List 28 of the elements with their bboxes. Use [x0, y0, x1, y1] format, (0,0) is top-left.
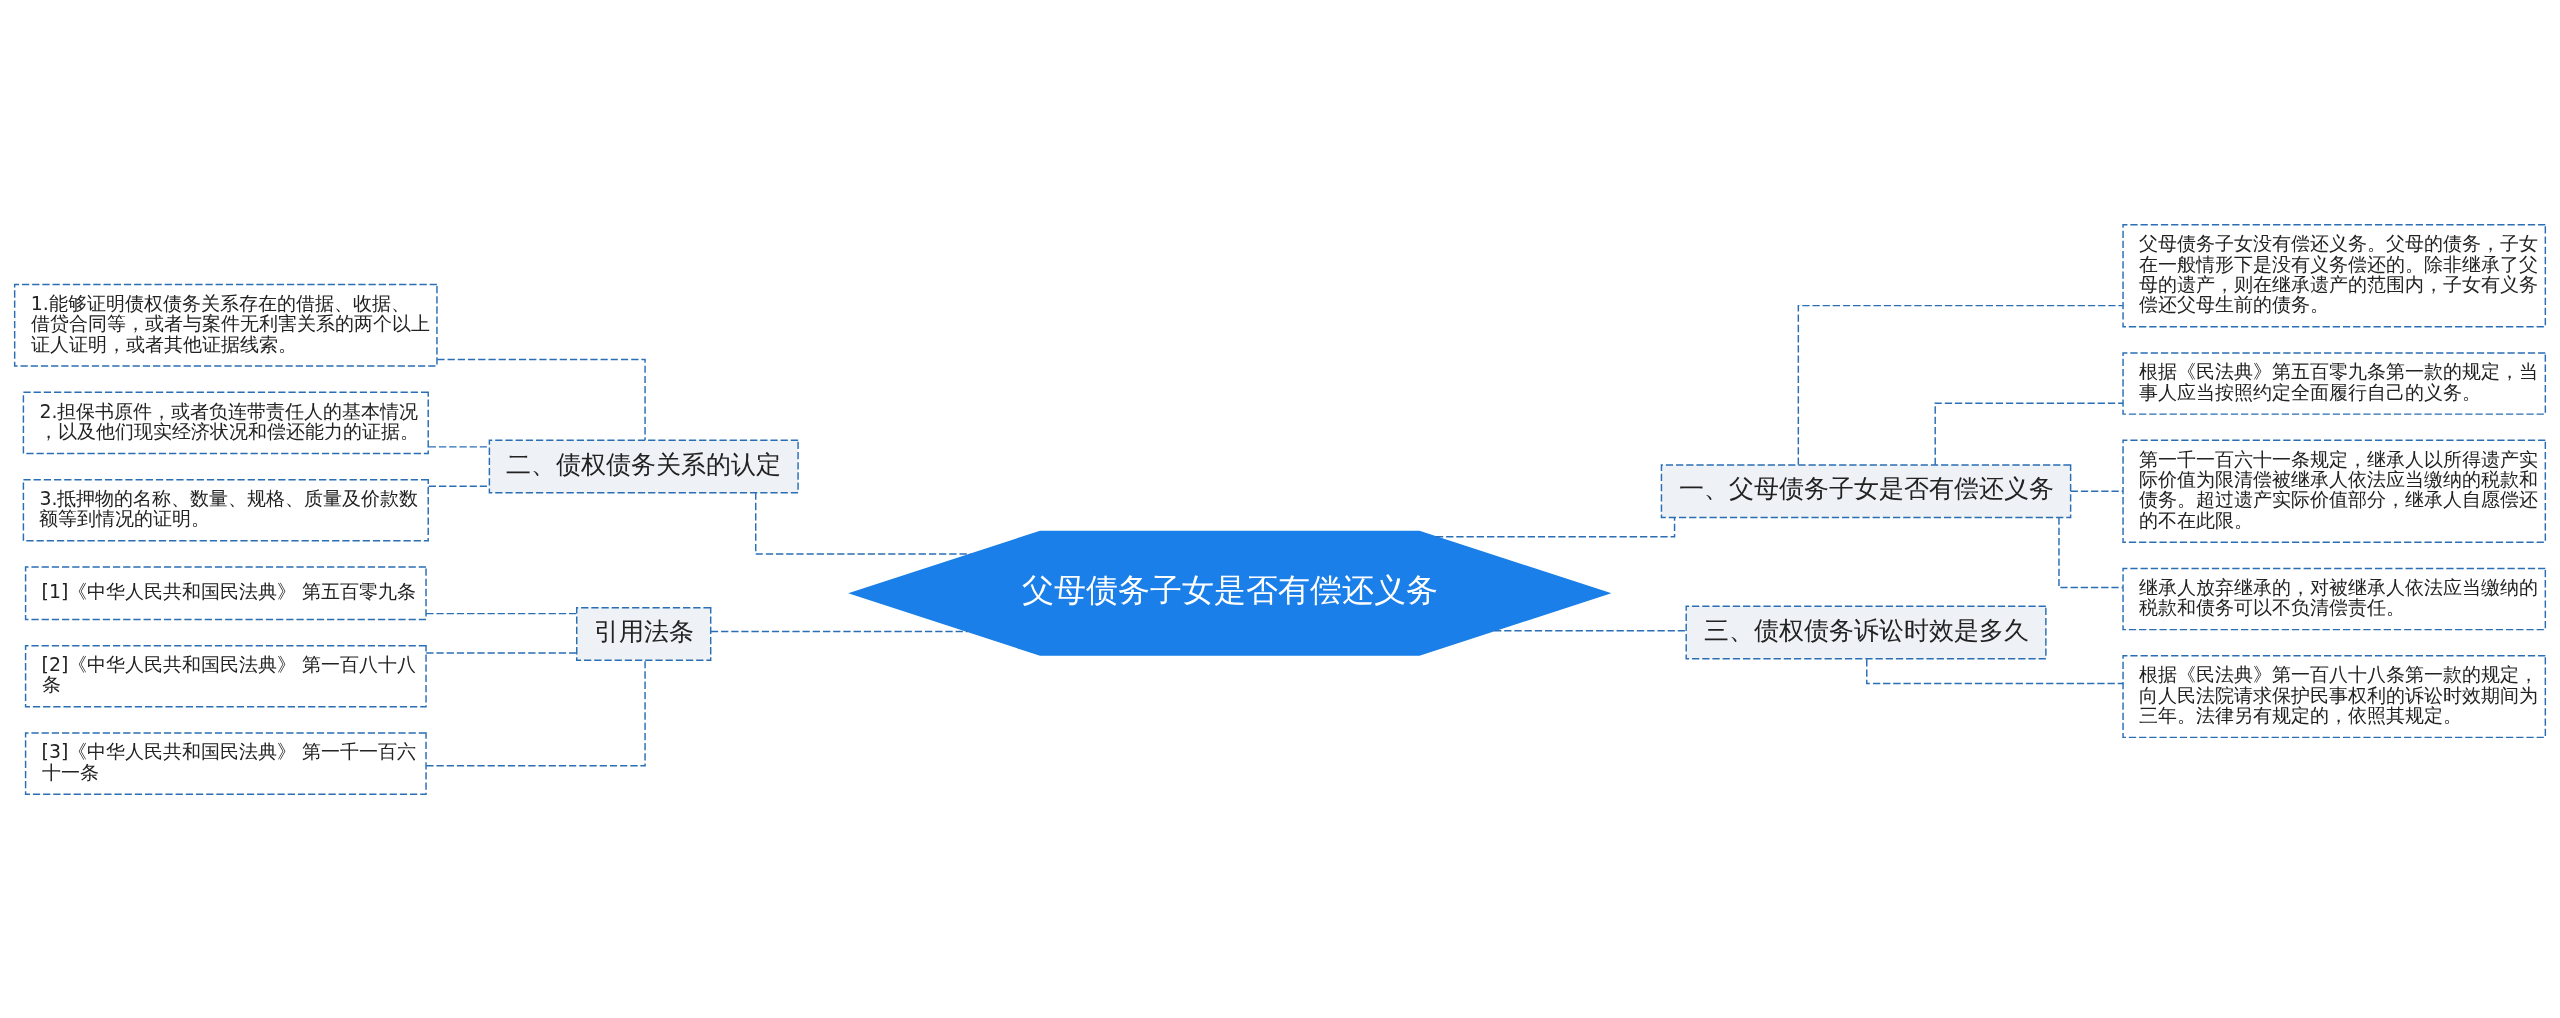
node-box: 引用法条	[576, 606, 712, 661]
connector	[755, 491, 972, 555]
connector	[427, 484, 490, 487]
connector	[2069, 490, 2124, 492]
node-box: [3]《中华人民共和国民法典》 第一千一百六十一条	[24, 731, 427, 795]
node-box: 2.担保书原件，或者负连带责任人的基本情况，以及他们现实经济状况和偿还能力的证据。	[22, 391, 429, 454]
node-box: 继承人放弃继承的，对被继承人依法应当缴纳的税款和债务可以不负清偿责任。	[2122, 567, 2547, 630]
node-box: 根据《民法典》第一百八十八条第一款的规定，向人民法院请求保护民事权利的诉讼时效期间为三年。法律另有规定的，依照其规定。	[2122, 654, 2547, 738]
connector	[1797, 304, 2124, 465]
connector	[425, 659, 646, 766]
node-box: 1.能够证明债权债务关系存在的借据、收据、借贷合同等，或者与案件无利害关系的两个以上证人证明，或者其他证据线索。	[13, 283, 438, 367]
connector	[427, 445, 490, 448]
connector	[1493, 629, 1687, 631]
node-box: 父母债务子女没有偿还义务。父母的债务，子女在一般情形下是没有义务偿还的。除非继承了父母的遗产，则在继承遗产的范围内，子女有义务偿还父母生前的债务。	[2122, 223, 2547, 327]
node-box: 第一千一百六十一条规定，继承人以所得遗产实际价值为限清偿被继承人依法应当缴纳的税款和债务。超过遗产实际价值部分，继承人自愿偿还的不在此限。	[2122, 439, 2547, 543]
node-box: 一、父母债务子女是否有偿还义务	[1660, 463, 2072, 518]
connector	[425, 612, 578, 614]
connector	[1934, 401, 2124, 466]
node-box: 根据《民法典》第五百零九条第一款的规定，当事人应当按照约定全面履行自己的义务。	[2122, 351, 2547, 415]
node-box: 3.抵押物的名称、数量、规格、质量及价款数额等到情况的证明。	[22, 478, 429, 542]
connector	[425, 651, 578, 654]
node-box: [1]《中华人民共和国民法典》 第五百零九条	[24, 565, 427, 620]
node-box: 三、债权债务诉讼时效是多久	[1685, 605, 2047, 659]
connector	[710, 630, 969, 632]
connector	[2058, 516, 2124, 588]
connector	[436, 358, 646, 441]
node-box: 二、债权债务关系的认定	[488, 439, 799, 493]
node-box: [2]《中华人民共和国民法典》 第一百八十八条	[24, 644, 427, 708]
